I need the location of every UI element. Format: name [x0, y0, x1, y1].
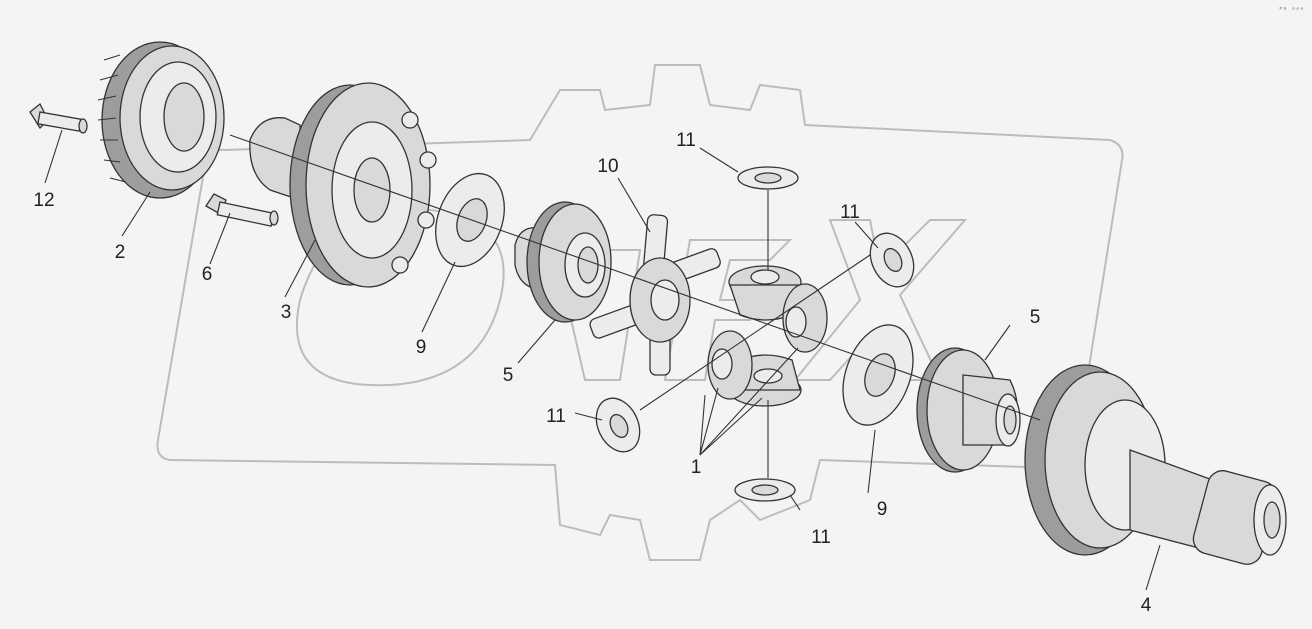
spider-cross-10	[589, 214, 721, 376]
callout-5-left: 5	[503, 365, 514, 386]
output-shaft-4	[1024, 364, 1287, 565]
callout-6: 6	[202, 264, 213, 285]
callout-9-left: 9	[416, 337, 427, 358]
thrust-washer-9-right	[842, 324, 914, 426]
corner-mark: ᴾᴳ ᵒᵒᵒ	[1279, 6, 1304, 14]
callout-11-top: 11	[676, 130, 696, 151]
housing-3	[249, 82, 437, 288]
callout-labels: 12 2 6 3 9 5 10 11 11 11 11 1 9 5 4	[33, 130, 1151, 616]
pinion-gears-1	[707, 265, 828, 407]
callout-9-right: 9	[877, 499, 888, 520]
callout-11-left: 11	[546, 406, 566, 427]
callout-11-bottom: 11	[811, 527, 831, 548]
leader-lines	[44, 129, 1161, 591]
callout-1: 1	[691, 457, 702, 478]
ring-gear-2	[97, 41, 225, 199]
callout-4: 4	[1141, 595, 1152, 616]
side-gear-5-left	[514, 201, 612, 323]
callout-2: 2	[115, 242, 126, 263]
washers-11	[595, 166, 915, 502]
side-gear-5-right	[916, 347, 1021, 473]
bolt-12	[29, 102, 88, 134]
callout-3: 3	[281, 302, 292, 323]
callout-5-right: 5	[1030, 307, 1041, 328]
bolt-6	[205, 193, 279, 227]
callout-12: 12	[33, 190, 54, 211]
callout-11-right: 11	[840, 202, 860, 223]
callout-10: 10	[597, 156, 618, 177]
